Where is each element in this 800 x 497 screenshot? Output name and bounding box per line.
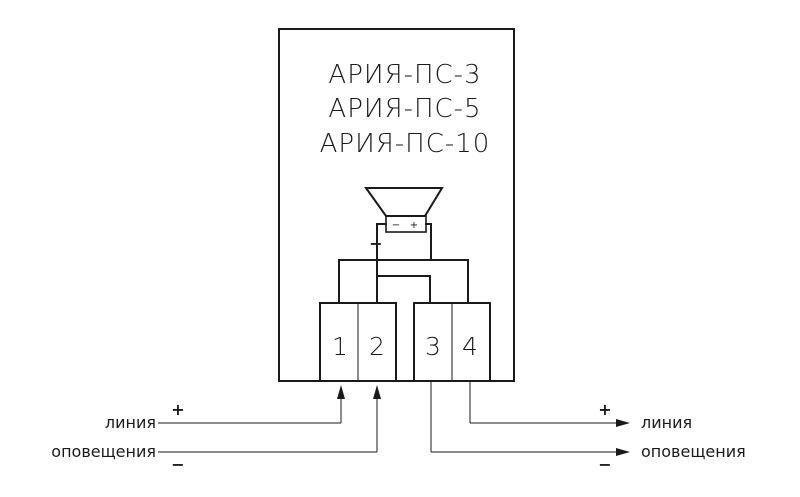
input-line-wiring	[158, 385, 381, 453]
output-line-label-1: линия	[641, 413, 692, 432]
model-name-3: АРИЯ-ПС-10	[320, 129, 491, 159]
terminal-block-right	[413, 302, 491, 382]
output-line-label-2: оповещения	[641, 442, 746, 461]
input-line-label-2: оповещения	[51, 442, 156, 461]
terminal-1-label: 1	[332, 332, 348, 361]
terminal-block-left	[319, 302, 397, 382]
output-minus-label: −	[598, 455, 611, 474]
output-plus-label: +	[598, 400, 611, 419]
model-name-2: АРИЯ-ПС-5	[328, 94, 481, 124]
input-plus-arrow	[337, 385, 345, 399]
terminal-3-label: 3	[425, 332, 441, 361]
input-line-label-1: линия	[105, 413, 156, 432]
output-line-wiring	[430, 381, 630, 456]
internal-wiring	[338, 223, 469, 304]
output-plus-arrow	[616, 419, 630, 427]
input-minus-arrow	[373, 385, 381, 399]
model-name-1: АРИЯ-ПС-3	[328, 60, 481, 90]
terminal-2-label: 2	[369, 332, 385, 361]
speaker-minus-label: −	[392, 220, 400, 231]
input-minus-label: −	[171, 455, 184, 474]
speaker-plus-label: +	[410, 220, 418, 231]
speaker-lead-minus-mark: −	[369, 234, 382, 253]
terminal-4-label: 4	[462, 332, 478, 361]
output-minus-arrow	[616, 448, 630, 456]
input-plus-label: +	[171, 400, 184, 419]
